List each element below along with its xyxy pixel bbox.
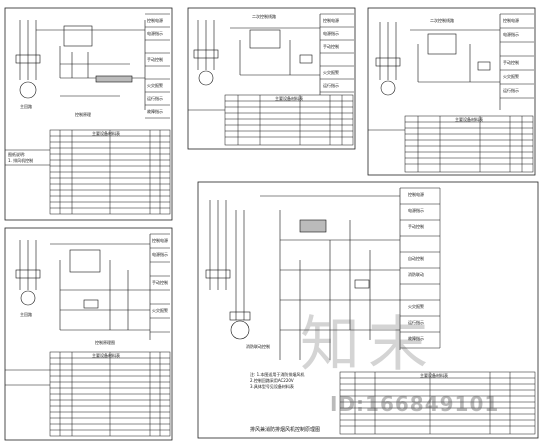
s1-table-title: 主要设备材料表 xyxy=(92,131,120,136)
s5-panel-7: 火灾报警 xyxy=(408,304,424,309)
s5-panel-8: 运行指示 xyxy=(408,320,424,325)
sheet-5-circuit xyxy=(205,188,401,360)
s2-panel-4: 火灾报警 xyxy=(323,70,339,75)
s5-panel-0: 控制电源 xyxy=(408,192,424,197)
s5-sub: 消防联动控制 xyxy=(246,344,270,349)
sheet-1-border xyxy=(4,7,173,221)
s4-panel-3: 手动控制 xyxy=(152,280,168,285)
sheet-1-circuit xyxy=(15,20,146,110)
s5-title: 排风兼消防排烟风机控制原理图 xyxy=(250,427,321,433)
sheet-3-right-panel xyxy=(500,13,534,99)
s5-panel-5: 消防联动 xyxy=(408,272,424,277)
s4-panel-0: 控制电源 xyxy=(152,238,168,243)
s4-panel-1: 电源指示 xyxy=(152,252,168,257)
sheet-2-table xyxy=(188,94,354,146)
sheet-5-border xyxy=(197,181,539,439)
watermark-id: ID:166849101 xyxy=(330,392,500,416)
s2-panel-2: 手动控制 xyxy=(323,44,339,49)
s1-note-0: 图纸说明: xyxy=(8,152,26,157)
s5-panel-1: 电源指示 xyxy=(408,208,424,213)
s3-panel-1: 电源指示 xyxy=(503,32,519,37)
watermark-logo: 知末 xyxy=(300,310,436,380)
sheet-5-right-panel xyxy=(400,187,441,349)
s3-panel-3: 手动控制 xyxy=(503,60,519,65)
s1-motor-label: 主回路 xyxy=(20,104,32,109)
sheet-3-table xyxy=(368,115,534,173)
sheet-2-circuit xyxy=(193,14,321,95)
s1-note-1: 1. 排风机控制 xyxy=(8,158,34,163)
s2-panel-5: 运行指示 xyxy=(323,83,339,88)
sheet-4-table xyxy=(5,351,171,437)
sheet-5-table xyxy=(339,371,536,435)
s1-panel-3: 手动控制 xyxy=(147,57,163,62)
s1-panel-5: 火灾报警 xyxy=(147,83,163,88)
s1-panel-1: 电源指示 xyxy=(147,31,163,36)
sheet-2-right-panel xyxy=(320,13,354,93)
s2-panel-0: 控制电源 xyxy=(323,18,339,23)
s1-panel-7: 故障指示 xyxy=(147,109,163,114)
sheet-1-right-panel xyxy=(145,13,170,119)
s1-title: 控制原理 xyxy=(75,112,91,117)
s5-note-2: 3.具体型号见设备材料表 xyxy=(250,384,294,389)
s3-panel-0: 控制电源 xyxy=(503,18,519,23)
s2-title: 二次控制线路 xyxy=(252,14,276,19)
sheet-3-circuit xyxy=(375,14,501,110)
s5-panel-4: 自动控制 xyxy=(408,256,424,261)
s5-table-title: 主要设备材料表 xyxy=(420,373,448,378)
s3-panel-4: 火灾报警 xyxy=(503,74,519,79)
sheet-2-border xyxy=(187,7,356,150)
sheet-4-right-panel xyxy=(150,233,170,333)
s3-title: 二次控制线路 xyxy=(430,18,454,23)
sheet-4-circuit xyxy=(15,234,151,340)
s2-table-title: 主要设备材料表 xyxy=(275,96,303,101)
s3-table-title: 主要设备材料表 xyxy=(455,117,483,122)
sheet-1-table xyxy=(5,129,171,215)
s4-panel-5: 火灾报警 xyxy=(152,308,168,313)
s5-panel-9: 故障指示 xyxy=(408,336,424,341)
s2-panel-1: 电源指示 xyxy=(323,31,339,36)
sheet-4-border xyxy=(4,227,173,441)
s4-table-title: 主要设备材料表 xyxy=(92,353,120,358)
s1-panel-6: 运行指示 xyxy=(147,96,163,101)
s4-motor-label: 主回路 xyxy=(20,312,32,317)
s1-panel-0: 控制电源 xyxy=(147,18,163,23)
s5-note-0: 注: 1.本图适用于消防排烟风机 xyxy=(250,372,305,377)
s4-title: 控制原理图 xyxy=(95,340,115,345)
sheet-3-border xyxy=(367,7,536,176)
s3-panel-5: 运行指示 xyxy=(503,88,519,93)
s5-panel-2: 手动控制 xyxy=(408,224,424,229)
s5-note-1: 2.控制回路采用AC220V xyxy=(250,378,294,383)
